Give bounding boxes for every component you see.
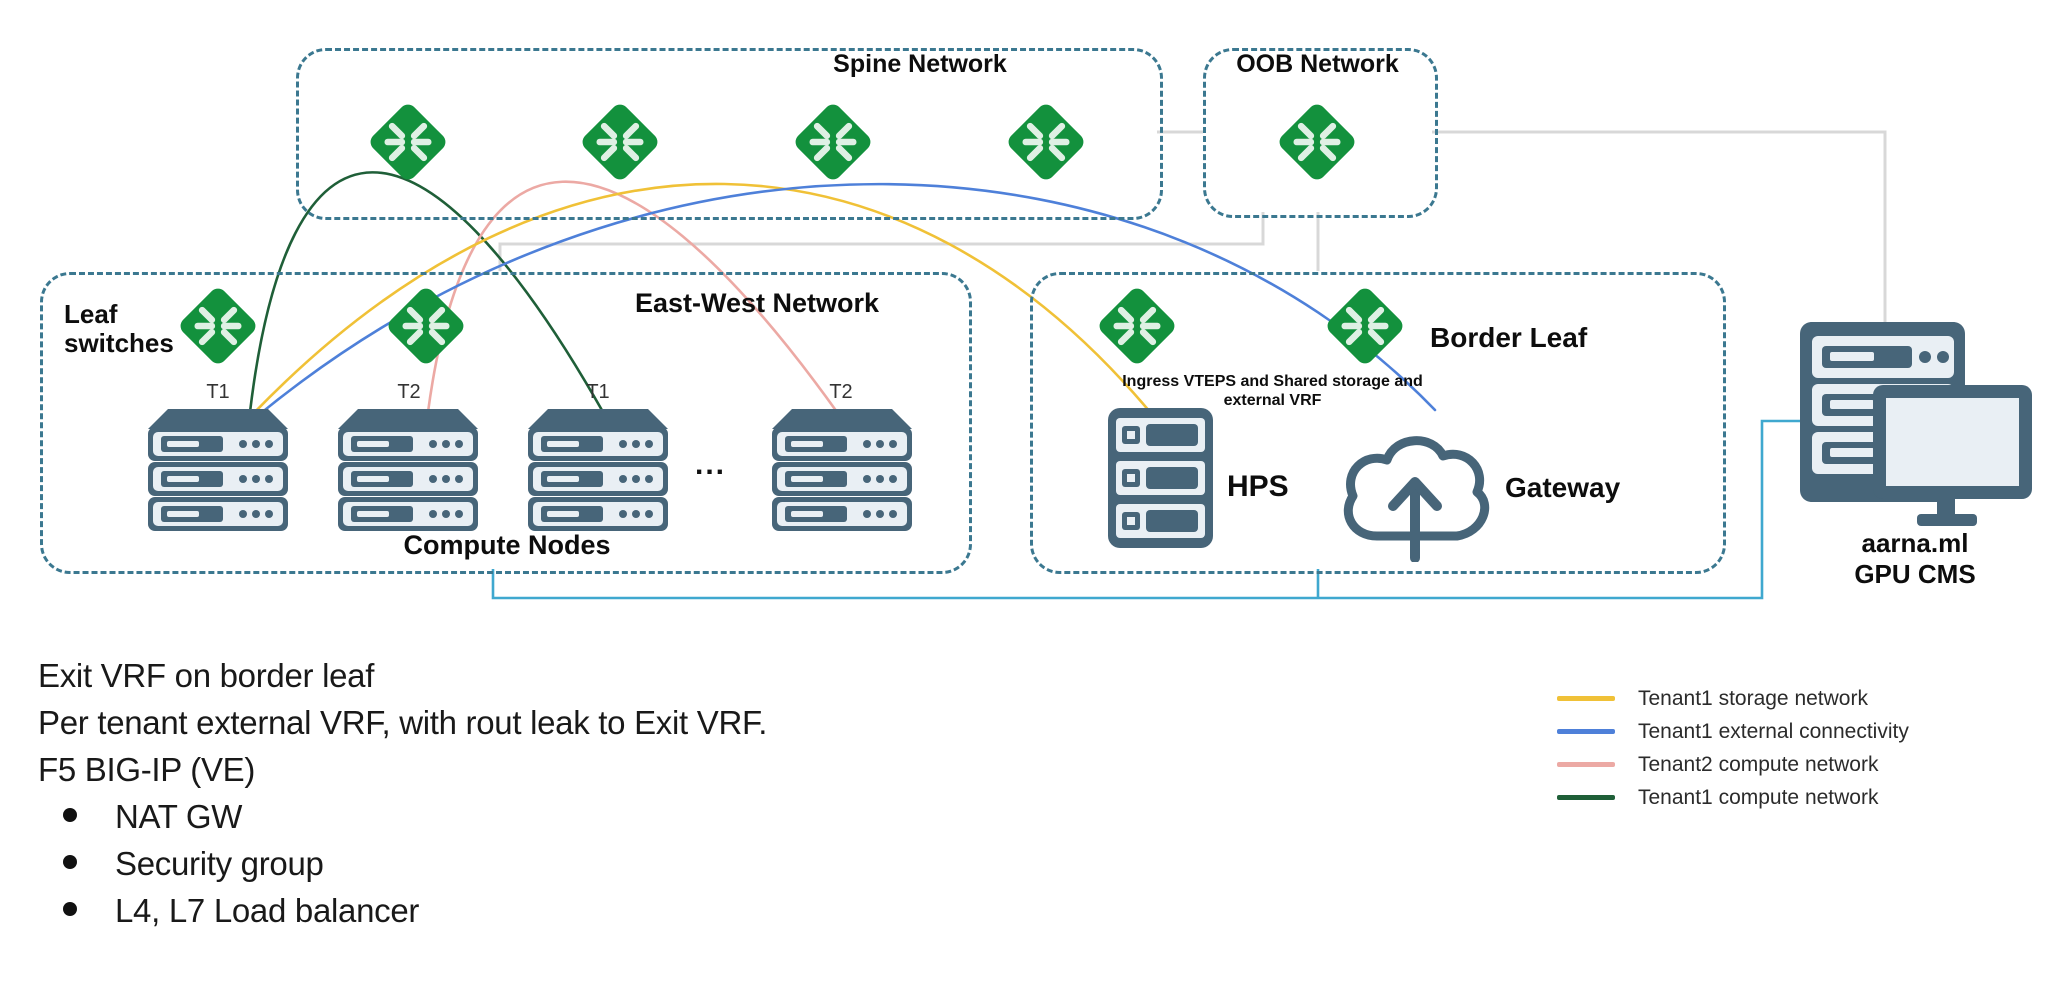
east-west-network-box: [40, 272, 972, 574]
network-switch-icon: [1008, 104, 1084, 180]
compute-node-stack-2: [338, 407, 478, 531]
legend-label-external: Tenant1 external connectivity: [1638, 719, 1909, 743]
border-leaf-title: Border Leaf: [1430, 322, 1588, 353]
note-line-3: F5 BIG-IP (VE): [38, 751, 256, 788]
legend-label-t1-compute: Tenant1 compute network: [1638, 785, 1879, 809]
legend-item-external: Tenant1 external connectivity: [1557, 715, 1909, 748]
server-stack-icon: [528, 409, 668, 531]
gpu-cms-label-line1: aarna.ml: [1861, 528, 1969, 558]
spine-switch-3: [789, 94, 877, 190]
legend-swatch-storage: [1557, 696, 1615, 701]
network-switch-icon: [795, 104, 871, 180]
east-west-network-title: East-West Network: [634, 288, 880, 318]
note-bullet-1: NAT GW: [38, 793, 767, 840]
hps-storage-icon: [1108, 408, 1213, 548]
more-nodes-ellipsis: ...: [695, 448, 727, 481]
tenant-label-3: T1: [586, 381, 610, 403]
oob-switch: [1273, 94, 1361, 190]
notes-block: Exit VRF on border leaf Per tenant exter…: [38, 652, 767, 934]
leaf-switch-1: [174, 278, 262, 374]
gateway-label: Gateway: [1505, 472, 1621, 503]
tenant-label-4: T2: [829, 381, 853, 403]
bullet-icon: [63, 902, 77, 916]
leaf-switches-label: Leaf switches: [64, 299, 174, 358]
note-bullet-2-text: Security group: [115, 845, 324, 882]
note-line-1: Exit VRF on border leaf: [38, 657, 375, 694]
legend-label-storage: Tenant1 storage network: [1638, 686, 1868, 710]
ingress-vteps-line2: external VRF: [1223, 392, 1322, 409]
ingress-vteps-line1: Ingress VTEPS and Shared storage and: [1122, 373, 1423, 390]
legend-swatch-t1-compute: [1557, 795, 1615, 800]
compute-nodes-label: Compute Nodes: [403, 530, 611, 560]
network-switch-icon: [1099, 288, 1175, 364]
gpu-cms-label-line2: GPU CMS: [1854, 559, 1976, 589]
hps-label: HPS: [1227, 470, 1289, 503]
compute-node-stack-1: [148, 407, 288, 531]
note-bullet-1-text: NAT GW: [115, 798, 243, 835]
legend-item-storage: Tenant1 storage network: [1557, 682, 1909, 715]
border-leaf-box: [1030, 272, 1726, 574]
compute-node-stack-3: [528, 407, 668, 531]
oob-network-title: OOB Network: [1236, 50, 1399, 78]
tenant-label-2: T2: [397, 381, 421, 403]
spine-switch-2: [576, 94, 664, 190]
server-stack-icon: [148, 409, 288, 531]
ingress-vteps-label: Ingress VTEPS and Shared storage and ext…: [1100, 372, 1445, 410]
note-bullet-3-text: L4, L7 Load balancer: [115, 892, 420, 929]
gpu-cms-label: aarna.ml GPU CMS: [1815, 528, 2015, 590]
server-stack-icon: [772, 409, 912, 531]
gateway-cloud-icon: [1333, 420, 1497, 563]
note-bullet-2: Security group: [38, 840, 767, 887]
network-switch-icon: [1279, 104, 1355, 180]
legend-swatch-external: [1557, 729, 1615, 734]
bullet-icon: [63, 855, 77, 869]
oob-to-leaf-link: [498, 212, 1265, 271]
legend-label-t2-compute: Tenant2 compute network: [1638, 752, 1879, 776]
legend-item-t2-compute: Tenant2 compute network: [1557, 748, 1909, 781]
gpu-cms-server-icon: [1800, 322, 2032, 527]
legend-item-t1-compute: Tenant1 compute network: [1557, 781, 1909, 814]
server-stack-icon: [338, 409, 478, 531]
leaf-switch-2: [382, 278, 470, 374]
note-bullet-3: L4, L7 Load balancer: [38, 887, 767, 934]
spine-switch-1: [364, 94, 452, 190]
bullet-icon: [63, 808, 77, 822]
network-switch-icon: [582, 104, 658, 180]
spine-network-box: [296, 48, 1163, 220]
tenant-label-1: T1: [206, 381, 230, 403]
border-leaf-switch-1: [1093, 278, 1181, 374]
spine-network-title: Spine Network: [833, 50, 1007, 78]
network-switch-icon: [180, 288, 256, 364]
oob-network-box: [1203, 48, 1438, 218]
spine-switch-4: [1002, 94, 1090, 190]
network-switch-icon: [388, 288, 464, 364]
network-switch-icon: [1327, 288, 1403, 364]
legend-swatch-t2-compute: [1557, 762, 1615, 767]
note-line-2: Per tenant external VRF, with rout leak …: [38, 704, 768, 741]
legend: Tenant1 storage network Tenant1 external…: [1557, 682, 1909, 814]
compute-node-stack-4: [772, 407, 912, 531]
network-switch-icon: [370, 104, 446, 180]
border-leaf-switch-2: [1321, 278, 1409, 374]
